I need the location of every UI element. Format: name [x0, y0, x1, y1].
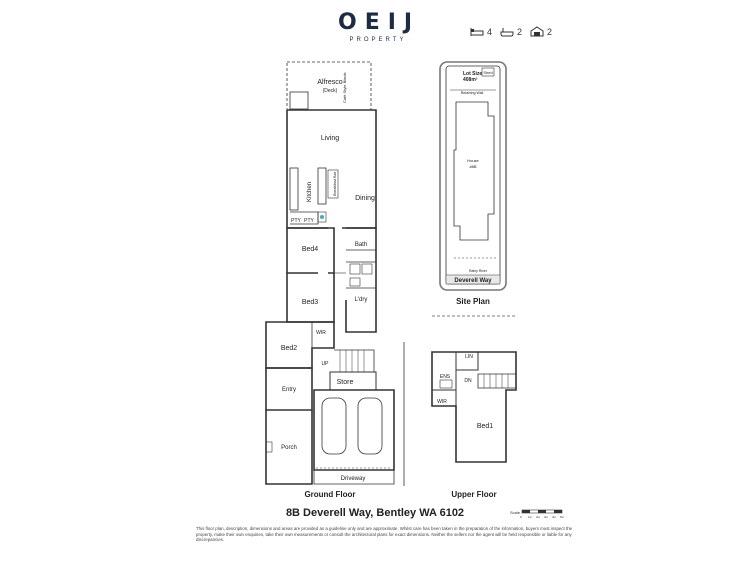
wet-area-dividers [346, 249, 376, 289]
label-ldry: L'dry [355, 297, 368, 303]
site-street: Deverell Way [454, 278, 492, 284]
label-lin: LIN [465, 354, 473, 360]
stat-garage: 2 [530, 26, 552, 37]
washer [349, 277, 361, 287]
kitchen-bench [289, 167, 299, 211]
upper-floor-label: Upper Floor [451, 490, 496, 499]
island-bench [317, 167, 327, 205]
street-strip [445, 274, 501, 285]
site-plan-frame [439, 61, 507, 291]
scale-label: Scale [510, 510, 521, 515]
label-bed2: Bed2 [281, 345, 297, 352]
fridge [317, 211, 327, 223]
scale-bar: Scale 0 1m 2m 3m 4m 5m [510, 509, 565, 519]
bed3-walls [286, 273, 335, 323]
scale-tick-5: 5m [560, 515, 565, 519]
site-rainwater: Rainy River [469, 269, 488, 273]
disclaimer: This floor plan, description, dimensions… [196, 526, 573, 543]
brand-logo: OEIJ PROPERTY [338, 10, 418, 43]
label-bed3: Bed3 [302, 299, 318, 306]
brand-name: OEIJ [338, 10, 421, 35]
property-stats: 4 2 2 [470, 26, 552, 37]
stat-beds-value: 4 [487, 26, 493, 37]
upper-stairs [477, 373, 517, 389]
label-ens: ENS [440, 374, 451, 380]
site-shed: Shed [483, 70, 492, 75]
stat-baths-value: 2 [517, 26, 523, 37]
living-walls [286, 109, 377, 229]
label-bed4: Bed4 [302, 246, 318, 253]
scale-tick-2: 2m [536, 515, 541, 519]
site-retaining-wall: Retaining Wall [461, 91, 484, 95]
property-address: 8B Deverell Way, Bentley WA 6102 [285, 507, 465, 519]
upper-floor-plan [431, 351, 517, 463]
stat-garage-value: 2 [547, 26, 553, 37]
label-alfresco-sub: (Deck) [323, 88, 338, 94]
label-alfresco: Alfresco [317, 79, 342, 86]
garage-icon [530, 26, 544, 37]
label-driveway: Driveway [341, 476, 366, 482]
label-store: Store [337, 379, 354, 386]
car-left [321, 397, 347, 455]
alfresco-area [286, 61, 372, 111]
stat-beds: 4 [470, 27, 492, 37]
label-kitchen: Kitchen [307, 182, 313, 202]
label-dn: DN [464, 378, 472, 384]
scale-tick-0: 0 [520, 515, 522, 519]
wet-area-walls [345, 227, 377, 333]
stat-baths: 2 [500, 27, 522, 37]
bed-icon [470, 27, 484, 36]
label-bath: Bath [355, 242, 367, 248]
label-up: UP [322, 361, 330, 367]
label-wir-upper: WIR [437, 399, 447, 405]
sink [320, 215, 324, 219]
bath-icon [500, 27, 514, 36]
label-dining: Dining [355, 195, 375, 202]
ground-floor-label: Ground Floor [304, 490, 355, 499]
scale-tick-4: 4m [552, 515, 557, 519]
site-lot-area: 408m² [463, 77, 478, 83]
brand-subtitle: PROPERTY [349, 37, 407, 43]
vanity [361, 263, 373, 275]
car-right [357, 397, 383, 455]
upper-outline [431, 351, 517, 463]
site-house-number: #8B [469, 164, 476, 169]
breakfast-bar [327, 169, 339, 199]
driveway-area [313, 470, 395, 485]
label-porch: Porch [281, 445, 297, 451]
label-wir: WIR [316, 330, 326, 336]
toilet [349, 263, 361, 275]
label-pty2: PTY [304, 218, 314, 224]
upper-inner-walls [432, 352, 479, 406]
scale-tick-3: 3m [544, 515, 549, 519]
label-pty1: PTY [291, 218, 301, 224]
label-living: Living [321, 135, 339, 142]
shed-box [481, 67, 495, 77]
site-plan-title: Site Plan [456, 297, 490, 306]
site-plan [439, 61, 507, 291]
label-cafe-blinds: Café Style Blinds [342, 73, 347, 103]
scale-tick-1: 1m [528, 515, 533, 519]
label-breakfast-bar: Breakfast Bar [332, 171, 337, 196]
site-lot-size: Lot Size [463, 71, 482, 77]
label-entry: Entry [282, 387, 296, 393]
house-footprint [453, 101, 495, 241]
alfresco-step [289, 91, 309, 110]
label-bed1: Bed1 [477, 423, 493, 430]
site-house: House [467, 158, 479, 163]
ground-floor-plan [265, 61, 405, 486]
